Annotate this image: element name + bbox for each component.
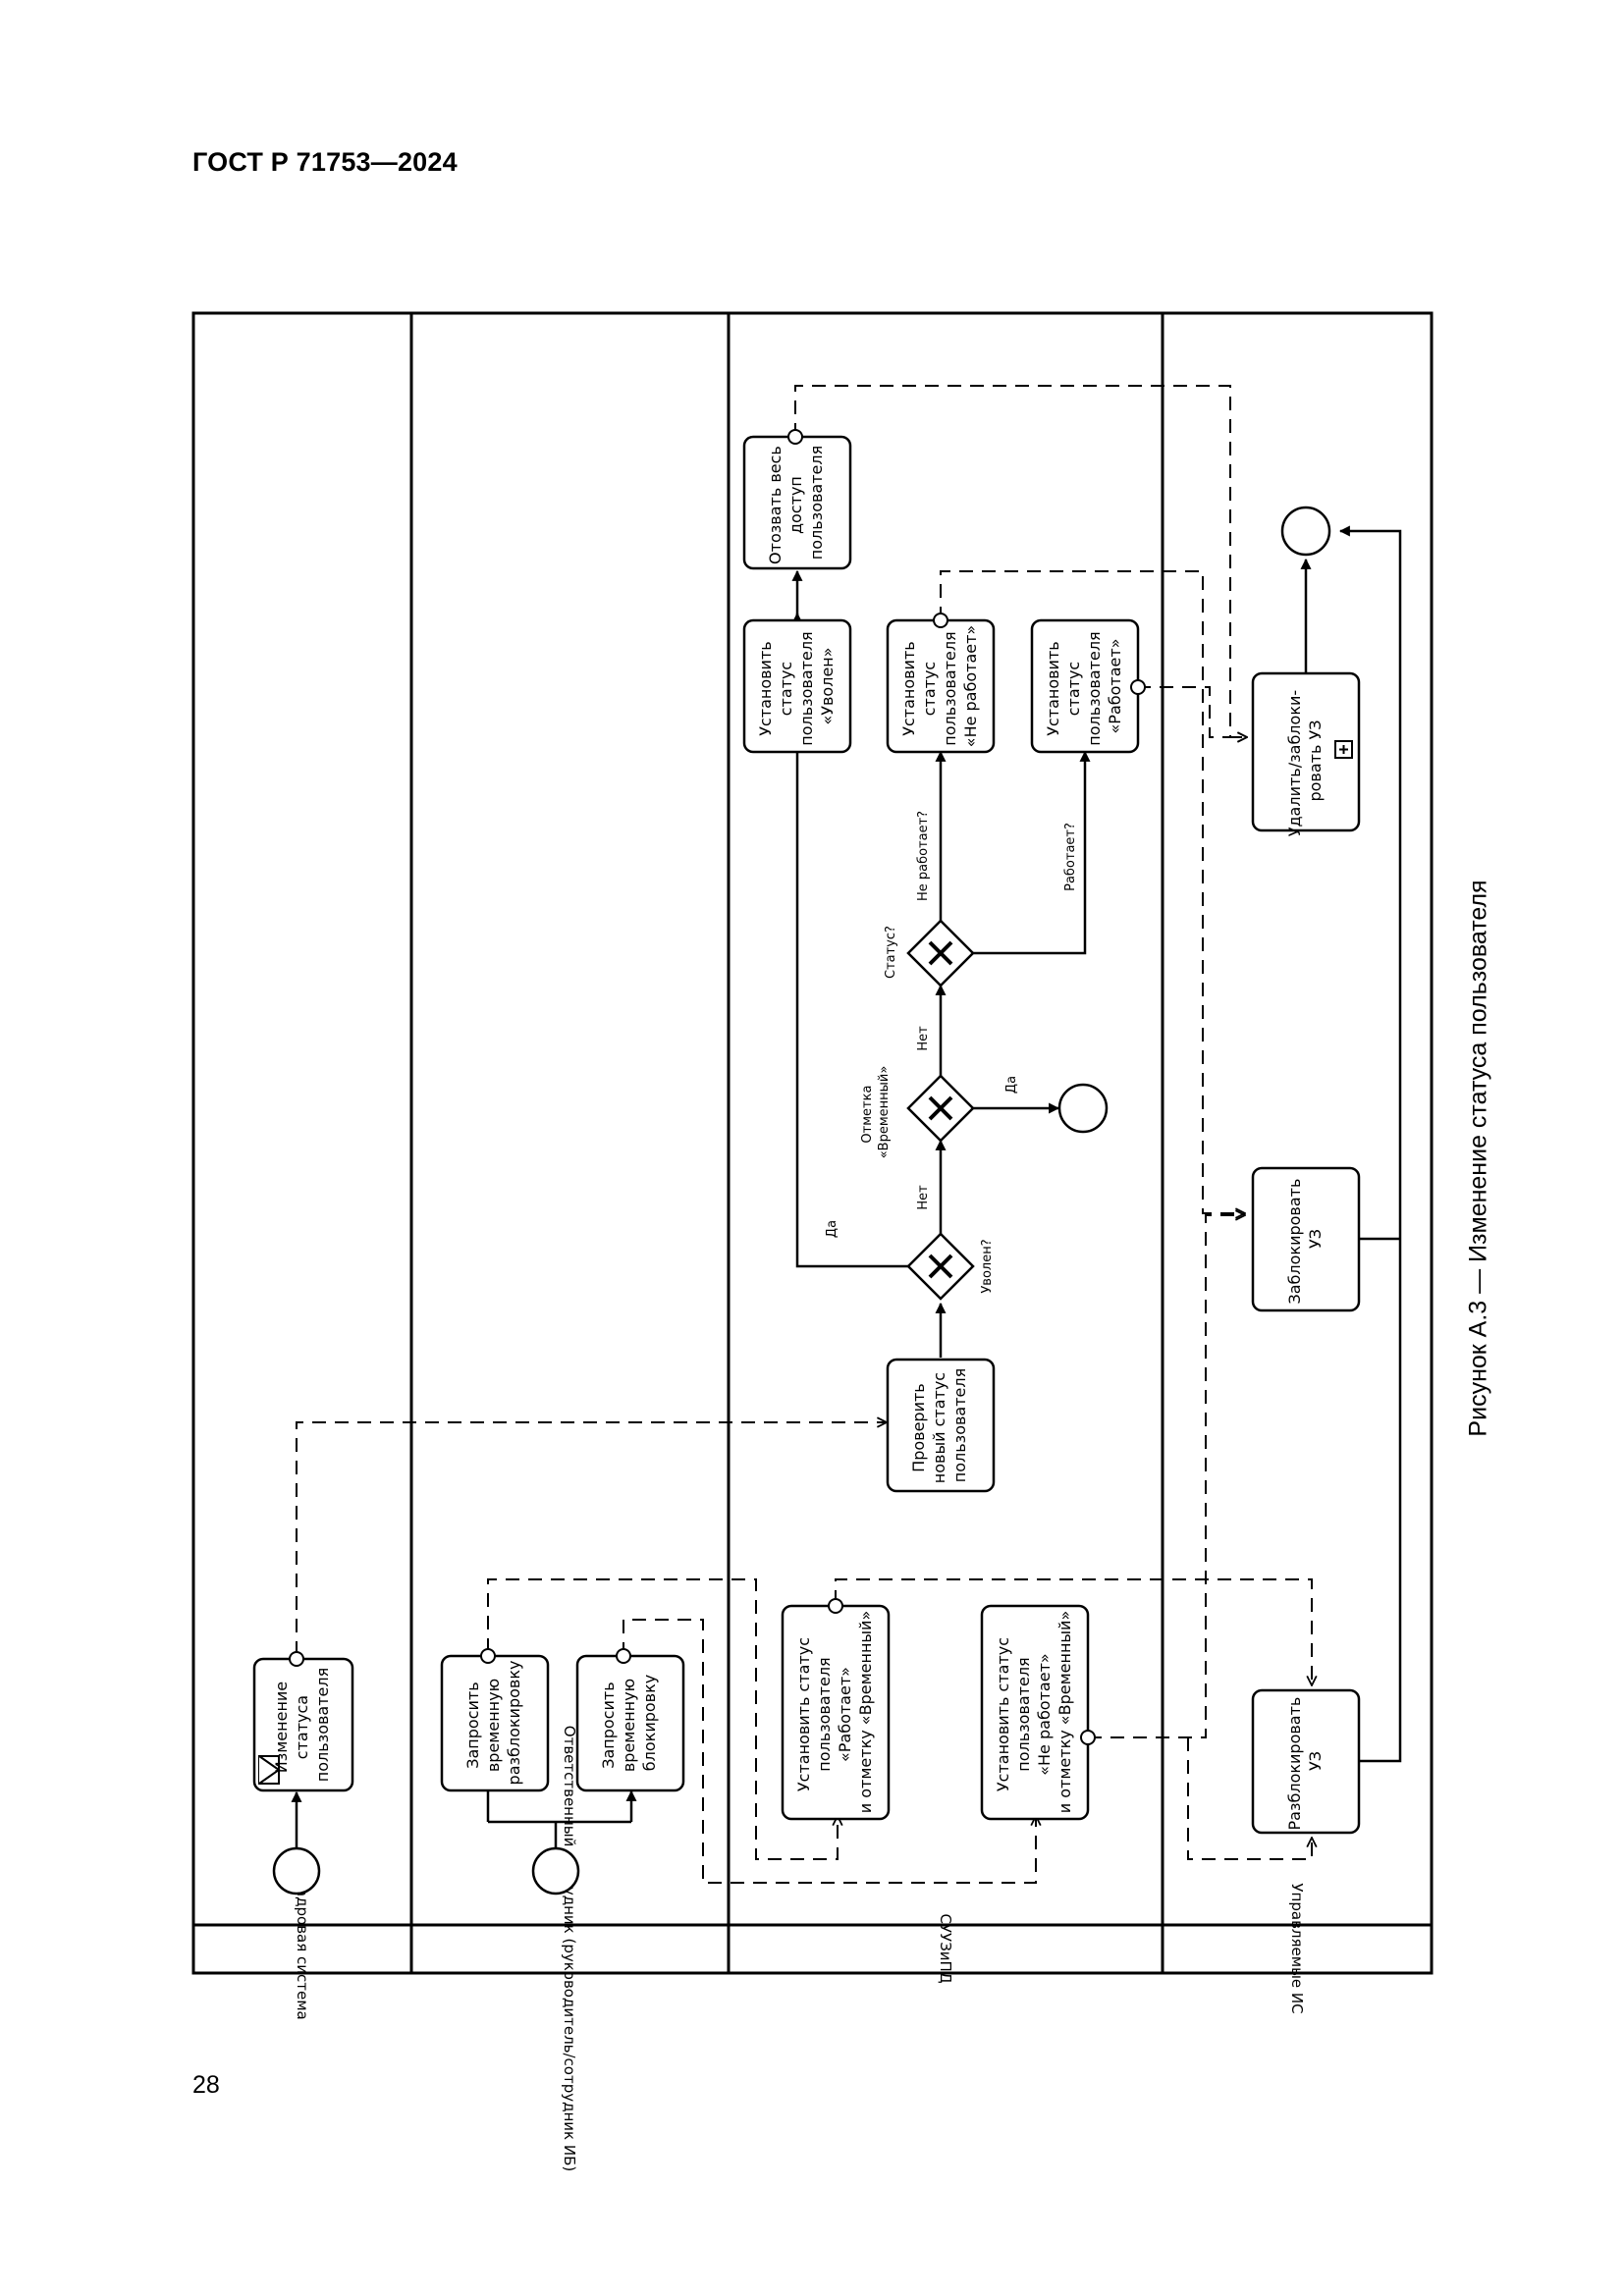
lane-label-managed: Управляемые ИС [1288,1883,1306,2013]
page-number: 28 [192,2071,220,2099]
flow-label-status-working: Работает? [1063,823,1078,891]
gateway-temp [906,1074,975,1143]
document-code: ГОСТ Р 71753—2024 [192,147,458,177]
task-unblock-account [1251,1688,1361,1835]
figure-caption: Рисунок А.3 — Изменение статуса пользова… [1464,880,1492,1437]
task-delete-block-account [1251,671,1361,832]
task-label: Проверить новый статус пользователя [909,1367,969,1483]
task-label: Разблокировать УЗ [1285,1692,1325,1831]
flow-label-fired-no: Нет [916,1185,931,1210]
task-label: Установить статус пользователя «Не работ… [899,625,980,747]
gateway-label-temp: Отметка «Временный» [860,1066,892,1159]
flow-label-temp-yes: Да [1004,1076,1019,1094]
flow-label-temp-no: Нет [916,1026,931,1051]
flow-origin [787,429,803,445]
envelope-icon [258,1755,281,1785]
start-event-hr [272,1846,321,1896]
gateway-status [906,919,975,988]
gateway-x-icon [928,1254,953,1279]
flow-origin [1130,679,1146,695]
task-label: Установить статус пользователя «Не работ… [994,1611,1074,1813]
task-label: Запросить временную разблокировку [463,1661,523,1786]
end-event-temp [1057,1083,1109,1134]
task-label: Установить статус пользователя «Работает… [794,1611,875,1813]
msg-revoke-to-delete [794,385,1247,737]
gateway-fired [906,1232,975,1301]
task-check-status [886,1358,996,1493]
task-block-account [1251,1166,1361,1312]
flow-label-fired-yes: Да [825,1220,839,1238]
msg-working-to-delete [1137,686,1247,737]
flow-unblock-to-end [1338,525,1402,1763]
gateway-label-fired: Уволен? [980,1239,995,1293]
msg-notworking-to-block [940,570,1245,1213]
task-set-fired [742,618,852,754]
flow-origin [933,613,948,628]
flow-origin [616,1648,631,1664]
task-set-notworking-temp [980,1604,1090,1821]
lane-label-responsible: Ответственный сотрудник (руководитель/со… [561,1726,578,2171]
msg-notworking-temp-to-block [1088,1215,1245,1738]
pool [191,311,1434,1975]
gateway-x-icon [928,1095,953,1121]
flow-gstatus-working [972,750,1091,955]
msg-unblock-request [487,1578,838,1860]
task-label: Установить статус пользователя «Работает… [1044,626,1124,746]
flow-start-responsible [486,1791,631,1848]
msg-block-request [623,1619,1036,1884]
flow-origin [1080,1730,1096,1745]
task-label: Заблокировать УЗ [1285,1173,1325,1304]
msg-working-to-unblock [835,1578,1312,1685]
flow-label-status-notworking: Не работает? [916,811,931,901]
task-label: Изменение статуса пользователя [272,1668,332,1782]
task-label: Отозвать весь доступ пользователя [766,441,826,564]
flow-origin [828,1598,843,1614]
task-label: Установить статус пользователя «Уволен» [756,626,837,746]
flow-origin [289,1651,304,1667]
start-event-responsible [531,1846,580,1896]
flow-origin [480,1648,496,1664]
subprocess-plus-icon [1334,740,1353,759]
gateway-label-status: Статус? [884,926,898,979]
gateway-x-icon [928,940,953,966]
end-event-managed [1280,506,1331,557]
task-label: Запросить временную блокировку [599,1674,659,1772]
lane-label-hr: Кадровая система [294,1877,311,2019]
msg-notworking-temp-to-unblock [1187,1737,1312,1860]
lane-label-suuzpd: СУУЗиПД [937,1913,954,1983]
flow-gfired-yes [791,612,909,1268]
task-label: Удалить/заблоки- ровать УЗ [1285,685,1325,837]
msg-hr-to-check [296,1422,887,1655]
